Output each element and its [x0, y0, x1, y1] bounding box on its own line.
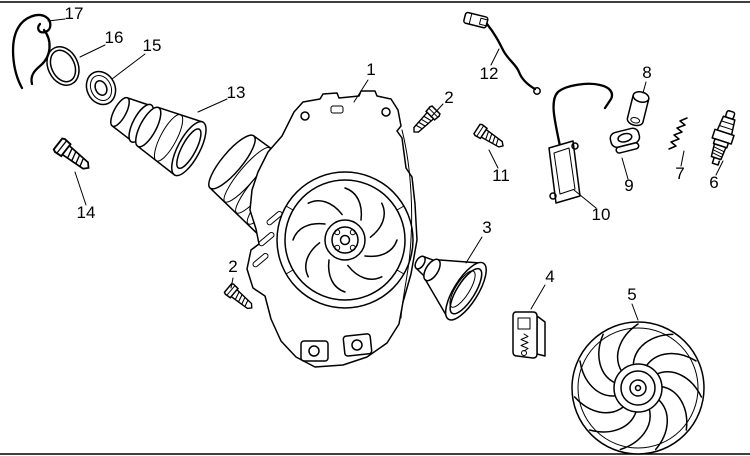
part-2-screw-lower — [223, 282, 257, 314]
mounting-feet — [300, 333, 373, 362]
part-2-screw-upper — [408, 104, 442, 138]
callout-label-12: 12 — [480, 64, 499, 83]
part-3-fan-cup — [414, 255, 487, 321]
leader-lines — [47, 18, 724, 321]
callout-label-3: 3 — [482, 218, 491, 237]
part-17-wire-clip — [11, 13, 52, 90]
part-10-ignition-coil — [548, 82, 614, 204]
part-11-screw — [472, 122, 508, 153]
part-16-o-ring — [46, 46, 80, 86]
callout-label-7: 7 — [675, 164, 684, 183]
callout-label-13: 13 — [227, 83, 246, 102]
part-8-cap — [626, 91, 650, 127]
callout-label-4: 4 — [545, 267, 554, 286]
part-5-flywheel-fan — [571, 321, 705, 455]
callout-label-1: 1 — [366, 60, 375, 79]
callout-label-2-upper: 2 — [444, 88, 453, 107]
callout-label-11: 11 — [492, 166, 510, 185]
vent-louvers — [252, 210, 283, 268]
callout-label-15: 15 — [143, 36, 162, 55]
part-4-pawl-block — [512, 311, 546, 359]
flywheel-blades — [573, 323, 703, 451]
callout-label-2-lower: 2 — [228, 257, 237, 276]
callout-label-10: 10 — [592, 205, 611, 224]
fan-blades — [292, 187, 398, 293]
part-9-mount-grommet — [609, 127, 641, 154]
part-14-bolt — [52, 136, 95, 176]
callout-label-9: 9 — [624, 176, 633, 195]
part-7-spring — [668, 117, 688, 150]
callout-labels: 1 2 2 3 4 5 6 7 8 9 10 11 12 13 14 15 16… — [65, 4, 719, 304]
callout-label-17: 17 — [65, 4, 84, 23]
callout-label-5: 5 — [627, 285, 636, 304]
part-6-spark-plug — [710, 110, 736, 166]
ring-tabs — [285, 205, 405, 275]
hub-bolts — [334, 229, 356, 251]
part-13-cylinder-fitting — [110, 96, 207, 177]
part-15-seal-washer — [85, 70, 117, 106]
part-12-switch-wire — [463, 11, 541, 95]
callout-label-8: 8 — [642, 63, 651, 82]
callout-label-6: 6 — [709, 173, 718, 192]
part-1-fan-housing — [208, 90, 418, 368]
callout-label-14: 14 — [77, 203, 96, 222]
callout-label-16: 16 — [105, 28, 124, 47]
